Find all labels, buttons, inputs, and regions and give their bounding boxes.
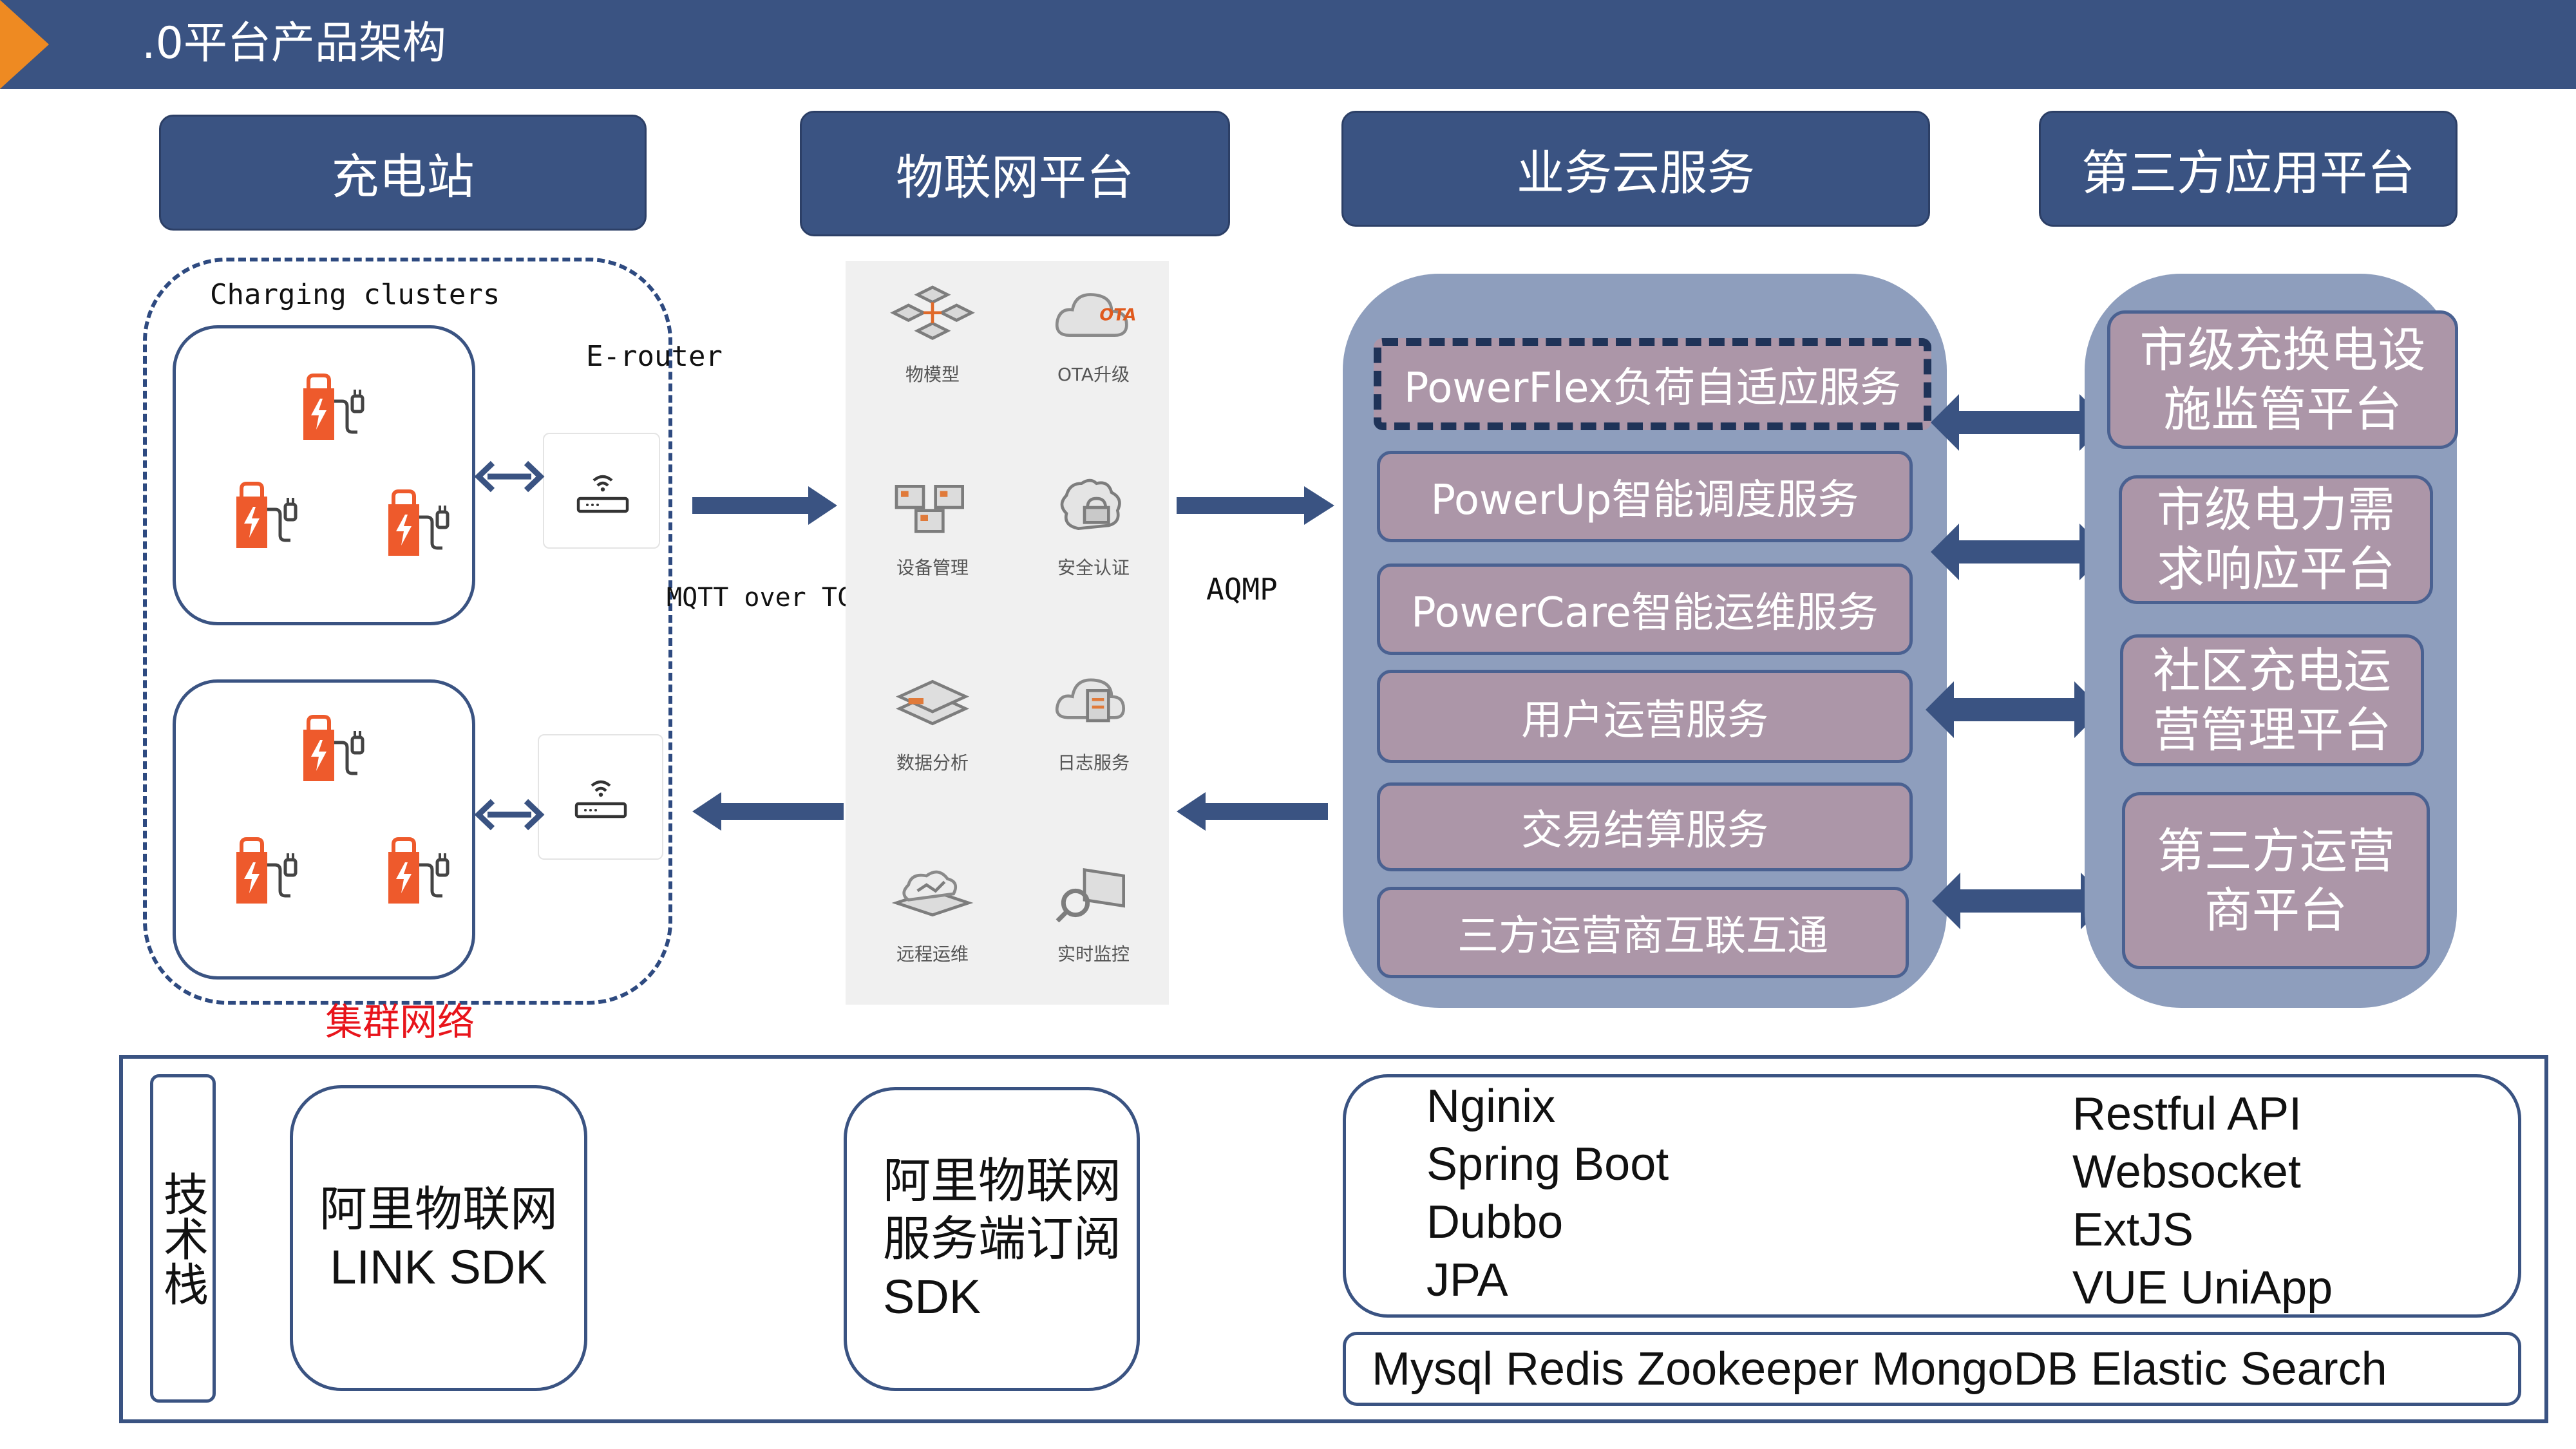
frontend-item: ExtJS — [2072, 1204, 2194, 1256]
iot-module-label: 物模型 — [905, 364, 960, 385]
thing-model-icon — [887, 278, 978, 353]
wifi-router-icon — [576, 475, 629, 513]
security-auth-icon — [1048, 471, 1139, 546]
cluster-router-arrow-2 — [474, 799, 545, 831]
platform-line: 市级电力需 — [2157, 482, 2395, 538]
service-user-operation: 用户运营服务 — [1377, 670, 1913, 763]
backend-item: Dubbo — [1426, 1197, 1564, 1248]
cluster-network-boundary — [143, 258, 672, 1005]
log-service-icon — [1048, 667, 1139, 741]
charger-icon — [303, 715, 365, 781]
e-router-2 — [538, 734, 663, 860]
platform-third-party-operator: 第三方运营商平台 — [2122, 792, 2430, 969]
bidirectional-arrow-4 — [1932, 873, 2109, 929]
backend-item: Spring Boot — [1426, 1139, 1669, 1190]
title-accent-arrow — [0, 0, 49, 89]
service-operator-interconnection: 三方运营商互联互通 — [1377, 887, 1909, 978]
platform-line: 市级充换电设 — [2139, 322, 2426, 378]
framework-stack-box: Nginix Spring Boot Dubbo JPA Restful API… — [1343, 1074, 2521, 1318]
backend-item: Nginix — [1426, 1081, 1556, 1132]
service-powerup: PowerUp智能调度服务 — [1377, 451, 1913, 542]
svg-text:OTA: OTA — [1099, 305, 1136, 325]
database-stack: Mysql Redis Zookeeper MongoDB Elastic Se… — [1343, 1332, 2521, 1406]
frontend-item: Restful API — [2072, 1088, 2302, 1140]
platform-line: 社区充电运 — [2153, 643, 2391, 699]
device-management-icon — [887, 471, 978, 546]
header-station: 充电站 — [159, 115, 647, 231]
sdk-link-line1: 阿里物联网 — [319, 1182, 558, 1236]
platform-line: 施监管平台 — [2163, 381, 2402, 437]
frontend-item: VUE UniApp — [2072, 1262, 2333, 1314]
iot-module-label: OTA升级 — [1057, 364, 1130, 385]
platform-community-charging-management: 社区充电运营管理平台 — [2120, 634, 2424, 766]
service-powercare: PowerCare智能运维服务 — [1377, 564, 1913, 655]
header-cloud-services: 业务云服务 — [1341, 111, 1930, 227]
sdk-link: 阿里物联网 LINK SDK — [290, 1085, 587, 1391]
bidirectional-arrow-1 — [1931, 394, 2108, 451]
platform-city-power-demand-response: 市级电力需求响应平台 — [2119, 475, 2433, 604]
cluster-router-arrow-1 — [474, 460, 545, 493]
iot-module-label: 实时监控 — [1057, 943, 1130, 965]
platform-line: 求响应平台 — [2157, 542, 2395, 597]
frontend-item: Websocket — [2072, 1146, 2301, 1198]
downlink-arrow-iot-station — [692, 792, 844, 831]
backend-item: JPA — [1426, 1255, 1508, 1306]
iot-module-label: 设备管理 — [896, 557, 969, 578]
bidirectional-arrow-2 — [1931, 524, 2108, 580]
service-transaction-settlement: 交易结算服务 — [1377, 782, 1913, 871]
remote-ops-icon — [887, 858, 978, 933]
charger-icon — [236, 837, 298, 904]
realtime-monitor-icon — [1048, 858, 1139, 933]
wifi-router-icon — [574, 780, 627, 819]
header-third-party: 第三方应用平台 — [2039, 111, 2458, 227]
data-analysis-icon — [887, 667, 978, 741]
bidirectional-arrow-3 — [1926, 681, 2103, 738]
uplink-arrow-iot-cloud — [1177, 486, 1334, 525]
title-bar — [0, 0, 2576, 89]
page-title: .0平台产品架构 — [142, 18, 446, 69]
e-router-label: E-router — [586, 340, 723, 373]
charging-cluster-1 — [173, 325, 475, 625]
service-powerflex: PowerFlex负荷自适应服务 — [1374, 338, 1931, 430]
charging-clusters-label: Charging clusters — [210, 278, 500, 311]
platform-line: 第三方运营 — [2157, 823, 2395, 879]
charger-icon — [388, 489, 450, 556]
uplink-arrow-station-iot — [692, 486, 837, 525]
sdk-sub-line2: 服务端订阅 — [883, 1212, 1121, 1265]
downlink-arrow-cloud-iot — [1177, 792, 1328, 831]
tech-stack-label: 技术栈 — [150, 1074, 216, 1403]
charging-cluster-2 — [173, 679, 475, 980]
ota-cloud-icon: OTA — [1048, 278, 1139, 353]
header-iot-platform: 物联网平台 — [800, 111, 1230, 236]
mqtt-protocol-label: MQTT over TCP — [667, 583, 869, 612]
charger-icon — [236, 482, 298, 548]
amqp-protocol-label: AQMP — [1206, 572, 1278, 607]
sdk-server-subscription: 阿里物联网 服务端订阅 SDK — [844, 1087, 1140, 1391]
iot-module-label: 远程运维 — [896, 943, 969, 965]
sdk-link-line2: LINK SDK — [330, 1240, 547, 1294]
iot-module-label: 安全认证 — [1057, 557, 1130, 578]
platform-line: 商平台 — [2204, 882, 2347, 938]
iot-module-label: 日志服务 — [1057, 752, 1130, 773]
charger-icon — [303, 374, 365, 440]
sdk-sub-line3: SDK — [883, 1270, 981, 1323]
sdk-sub-line1: 阿里物联网 — [883, 1154, 1121, 1208]
iot-module-label: 数据分析 — [896, 752, 969, 773]
tech-stack-section — [119, 1055, 2548, 1423]
platform-city-charging-supervision: 市级充换电设施监管平台 — [2107, 310, 2458, 449]
e-router-1 — [543, 433, 660, 549]
platform-line: 营管理平台 — [2153, 702, 2391, 758]
cluster-network-label: 集群网络 — [325, 1000, 475, 1044]
charger-icon — [388, 837, 450, 904]
